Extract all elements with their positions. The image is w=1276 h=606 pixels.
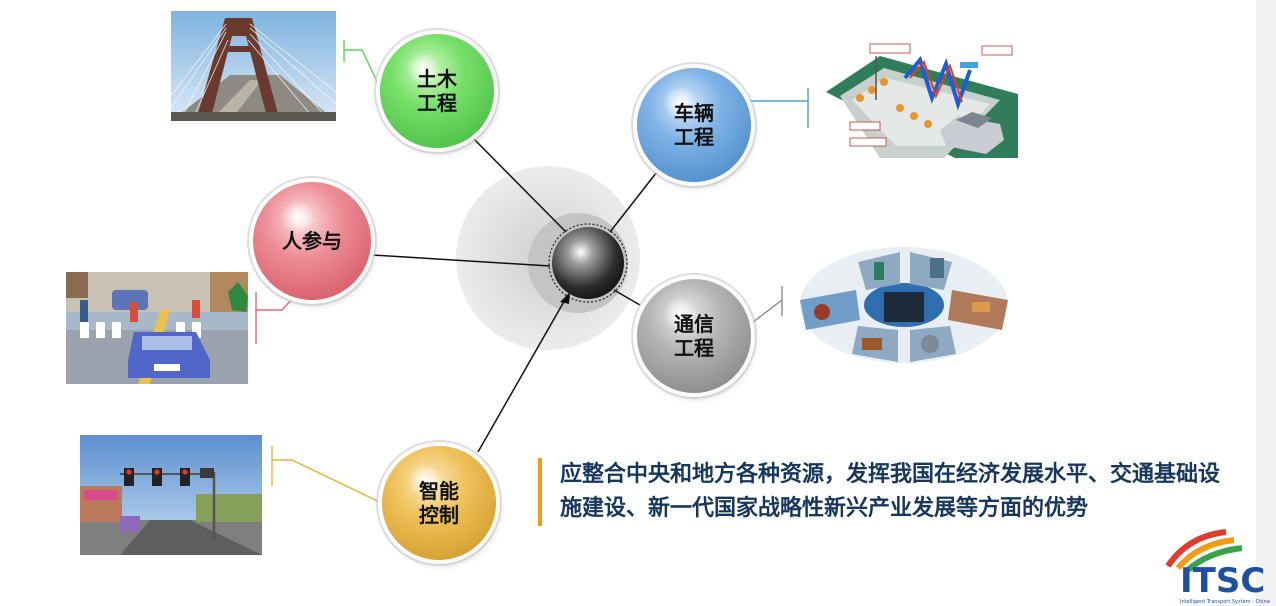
photo-traffic-lights [80,435,262,555]
itsc-logo-text: ITSC [1180,561,1265,601]
node-control-label: 智能 控制 [419,479,459,527]
connector-people [371,254,551,267]
node-vehicle-label: 车辆 工程 [674,101,714,149]
callout-civil [343,40,381,89]
photo-bridge [170,11,337,122]
photo-comm-equipment [792,240,1016,370]
connector-vehicle [609,167,661,233]
center-hub-dotted-ring [548,223,628,303]
side-strip [1256,0,1276,606]
node-human-participation: 人参与 [253,182,371,300]
itsc-logo-tagline: Intelligent Transport System - China [1180,599,1270,605]
connector-civil [469,134,567,233]
connector-comm [613,289,641,306]
center-hub [552,227,624,299]
node-vehicle-engineering: 车辆 工程 [637,68,751,182]
callout-control [271,446,393,509]
node-people-label: 人参与 [282,229,342,253]
node-communication-engineering: 通信 工程 [637,279,751,393]
photo-crosswalk [66,272,248,384]
connector-control-arrowhead [560,292,570,304]
node-civil-label: 土木 工程 [417,67,457,115]
itsc-logo: ITSC Intelligent Transport System - Chin… [1165,529,1270,605]
node-intelligent-control: 智能 控制 [382,446,496,560]
summary-statement: 应整合中央和地方各种资源，发挥我国在经济发展水平、交通基础设施建设、新一代国家战… [538,458,1220,526]
node-civil-engineering: 土木 工程 [380,34,494,148]
connector-control [477,297,567,453]
photo-vehicle-diagram [820,40,1018,158]
node-comm-label: 通信 工程 [674,312,714,360]
